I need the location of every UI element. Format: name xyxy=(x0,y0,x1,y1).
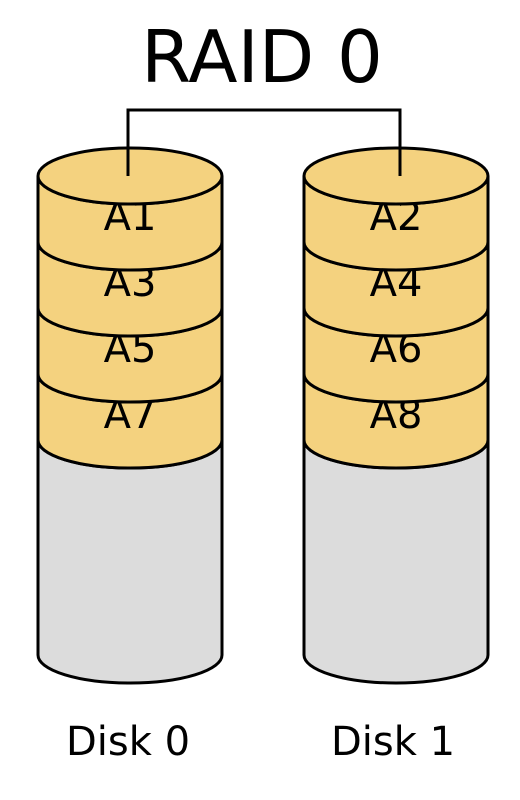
disk-0-label: Disk 0 xyxy=(66,719,190,765)
disk-1-label: Disk 1 xyxy=(331,719,455,765)
disk-0-top-cap xyxy=(36,146,224,206)
controller-connector xyxy=(126,108,402,176)
disk-1-free-space xyxy=(302,439,490,685)
disk-1-top-cap xyxy=(302,146,490,206)
diagram-title: RAID 0 xyxy=(141,15,383,99)
disk-0-free-space xyxy=(36,439,224,685)
